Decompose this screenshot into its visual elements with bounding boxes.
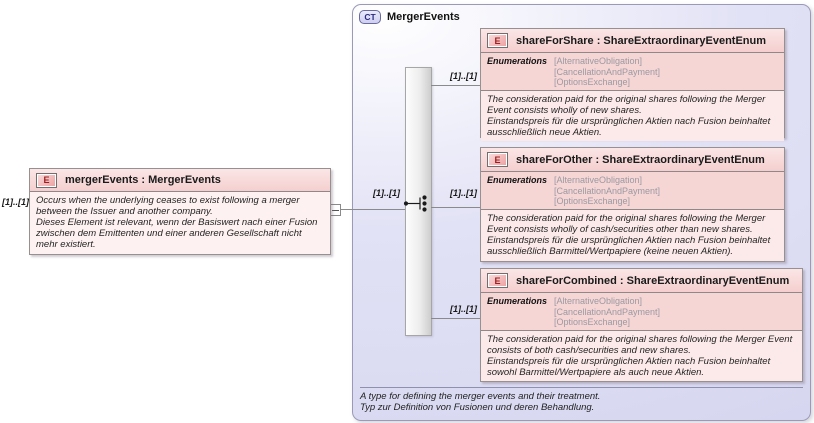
element-icon: E xyxy=(487,33,508,48)
annotation-de: Einstandspreis für die ursprünglichen Ak… xyxy=(487,234,771,257)
sequence-bar xyxy=(405,67,432,336)
enumeration-values: [AlternativeObligation] [CancellationAnd… xyxy=(554,56,660,88)
annotation-de: Typ zur Definition von Fusionen und dere… xyxy=(360,402,595,413)
element-icon: E xyxy=(487,152,508,167)
enumeration-value: [CancellationAndPayment] xyxy=(554,306,661,317)
element-mergerEvents[interactable]: E mergerEvents : MergerEvents Occurs whe… xyxy=(29,168,331,255)
enumeration-value: [AlternativeObligation] xyxy=(554,175,643,185)
element-annotation: The consideration paid for the original … xyxy=(481,90,784,141)
element-title: shareForCombined : ShareExtraordinaryEve… xyxy=(516,274,790,287)
enumerations-label: Enumerations xyxy=(487,296,548,306)
minus-icon xyxy=(331,209,339,211)
complex-type-icon: CT xyxy=(359,10,381,24)
element-shareForCombined[interactable]: E shareForCombined : ShareExtraordinaryE… xyxy=(480,268,803,382)
enumeration-value: [OptionsExchange] xyxy=(554,77,631,87)
cardinality-label: [1]..[1] xyxy=(373,188,400,198)
enumerations-section: Enumerations [AlternativeObligation] [Ca… xyxy=(481,293,802,331)
annotation-en: The consideration paid for the original … xyxy=(487,212,766,235)
enumeration-value: [AlternativeObligation] xyxy=(554,296,643,306)
element-title: shareForOther : ShareExtraordinaryEventE… xyxy=(516,153,765,166)
element-header: E mergerEvents : MergerEvents xyxy=(30,169,330,192)
element-icon: E xyxy=(36,172,57,188)
connector-line xyxy=(431,85,480,86)
element-shareForOther[interactable]: E shareForOther : ShareExtraordinaryEven… xyxy=(480,147,785,262)
enumeration-value: [OptionsExchange] xyxy=(554,317,631,327)
cardinality-label: [1]..[1] xyxy=(450,304,477,314)
element-header: E shareForOther : ShareExtraordinaryEven… xyxy=(481,148,784,172)
connector-line xyxy=(431,207,480,208)
enumeration-value: [AlternativeObligation] xyxy=(554,56,643,66)
enumeration-values: [AlternativeObligation] [CancellationAnd… xyxy=(554,296,660,328)
complex-type-title: MergerEvents xyxy=(387,11,460,23)
annotation-en: The consideration paid for the original … xyxy=(487,333,793,356)
cardinality-label: [1]..[1] xyxy=(2,197,29,207)
element-shareForShare[interactable]: E shareForShare : ShareExtraordinaryEven… xyxy=(480,28,785,141)
annotation-en: Occurs when the underlying ceases to exi… xyxy=(36,195,300,217)
element-header: E shareForShare : ShareExtraordinaryEven… xyxy=(481,29,784,53)
enumeration-value: [CancellationAndPayment] xyxy=(554,66,661,77)
cardinality-label: [1]..[1] xyxy=(450,188,477,198)
annotation-en: The consideration paid for the original … xyxy=(487,93,766,116)
enumerations-label: Enumerations xyxy=(487,175,548,185)
cardinality-label: [1]..[1] xyxy=(450,71,477,81)
element-title: shareForShare : ShareExtraordinaryEventE… xyxy=(516,34,767,47)
element-annotation: The consideration paid for the original … xyxy=(481,330,802,381)
enumeration-value: [OptionsExchange] xyxy=(554,196,631,206)
enumeration-value: [CancellationAndPayment] xyxy=(554,185,661,196)
element-title: mergerEvents : MergerEvents xyxy=(65,174,221,186)
connector-line xyxy=(431,318,480,319)
complex-type-annotation: A type for defining the merger events an… xyxy=(360,387,803,413)
annotation-de: Einstandspreis für die ursprünglichen Ak… xyxy=(487,355,771,378)
element-annotation: The consideration paid for the original … xyxy=(481,209,784,261)
enumeration-values: [AlternativeObligation] [CancellationAnd… xyxy=(554,175,660,207)
complex-type-header: CT MergerEvents xyxy=(359,10,460,24)
enumerations-label: Enumerations xyxy=(487,56,548,66)
element-icon: E xyxy=(487,273,508,288)
enumerations-section: Enumerations [AlternativeObligation] [Ca… xyxy=(481,172,784,210)
element-header: E shareForCombined : ShareExtraordinaryE… xyxy=(481,269,802,293)
connector-line xyxy=(340,209,405,210)
annotation-de: Einstandspreis für die ursprünglichen Ak… xyxy=(487,115,771,138)
annotation-en: A type for defining the merger events an… xyxy=(360,391,601,402)
element-annotation: Occurs when the underlying ceases to exi… xyxy=(30,192,330,254)
annotation-de: Dieses Element ist relevant, wenn der Ba… xyxy=(36,217,318,250)
enumerations-section: Enumerations [AlternativeObligation] [Ca… xyxy=(481,53,784,91)
sequence-icon xyxy=(403,195,427,212)
